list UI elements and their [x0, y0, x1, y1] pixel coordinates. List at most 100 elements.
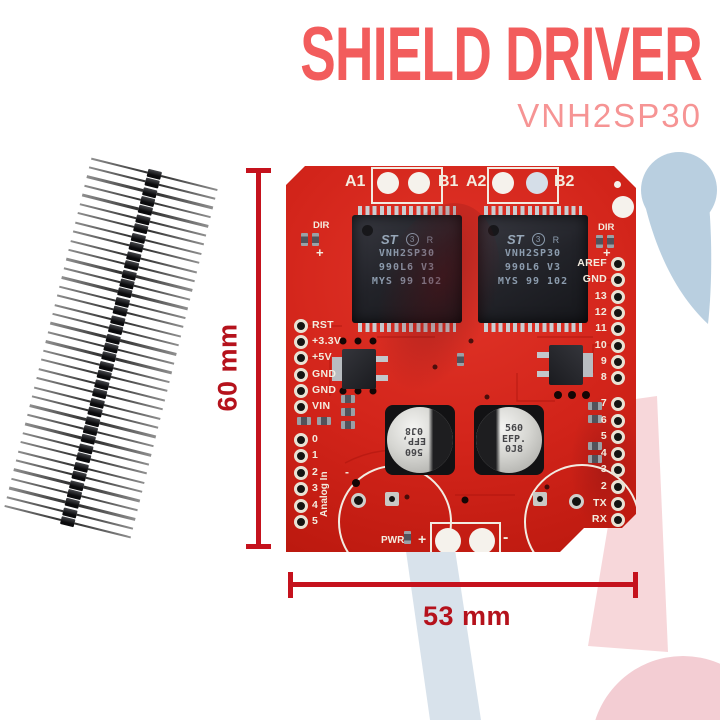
- pin-hole-2: [294, 465, 308, 480]
- pin-label-GND: GND: [312, 383, 337, 396]
- page-subtitle: VNH2SP30: [517, 96, 702, 134]
- pin-hole-8: [611, 371, 625, 386]
- pink-band-shape: [588, 396, 668, 652]
- st-logo: ST: [506, 232, 524, 247]
- smd-component: [588, 402, 602, 410]
- e3-mark: 3: [531, 233, 545, 246]
- pin-hole-4: [294, 498, 308, 513]
- pin-label-RX: RX: [591, 513, 607, 526]
- pin-hole-6: [611, 413, 625, 428]
- pin-hole-0: [294, 433, 308, 447]
- pin-label-3: 3: [600, 463, 607, 476]
- pink-circle-shape: [595, 656, 720, 720]
- solder-pad: [351, 493, 366, 508]
- blue-band-shape: [403, 530, 481, 720]
- pin-hole-5: [611, 430, 625, 445]
- pwr-label: PWR: [381, 535, 405, 546]
- pin-hole-10: [611, 338, 625, 353]
- terminal-outline-b: [487, 167, 559, 204]
- mosfet-tab: [332, 357, 342, 381]
- capacitor-marking: 560 EFP, 0J8: [381, 407, 447, 473]
- mosfet-left: [332, 349, 388, 389]
- pin-hole-3: [611, 463, 625, 478]
- width-dimension-cap-left: [288, 572, 293, 598]
- pin-label-2: 2: [312, 465, 319, 478]
- cap-value: 560: [404, 445, 424, 457]
- mosfet-body: [549, 345, 583, 385]
- height-dimension-cap-top: [246, 168, 271, 173]
- width-dimension-label: 53 mm: [422, 601, 512, 631]
- chip-marking: ST 3 R VNH2SP30 990L6 V3 MYS 99 102: [478, 215, 588, 323]
- mosfet-body: [342, 349, 376, 389]
- pin-label-6: 6: [600, 413, 607, 426]
- pin-label-10: 10: [594, 338, 607, 351]
- terminal-label-a2: A2: [466, 173, 487, 190]
- pin-label-0: 0: [312, 433, 319, 445]
- mosfet-right: [537, 345, 593, 385]
- terminal-hole: [492, 172, 514, 194]
- smd-component: [317, 417, 331, 425]
- pin-hole-TX: [611, 496, 625, 511]
- pwr-plus-mark: +: [418, 531, 427, 547]
- pin-label-VIN: VIN: [312, 400, 331, 412]
- smd-component: [457, 353, 464, 366]
- terminal-label-b1: B1: [438, 173, 459, 190]
- terminal-hole: [408, 172, 430, 194]
- width-dimension-cap-right: [633, 572, 638, 598]
- pin-hole-5: [294, 515, 308, 529]
- pin-hole-1: [294, 449, 308, 464]
- pin-label-AREF: AREF: [577, 257, 607, 269]
- capacitor-left: 560 EFP, 0J8: [387, 407, 453, 473]
- pin-hole-2: [611, 480, 625, 494]
- pin-hole-GND: [611, 273, 625, 288]
- pin-label-5: 5: [312, 515, 319, 527]
- chip-pins-bottom: [358, 323, 456, 332]
- mosfet-lead: [376, 356, 388, 362]
- pin-hole-GND: [294, 367, 308, 382]
- solder-pad: [385, 492, 399, 506]
- dir-label-left: DIR: [313, 220, 330, 231]
- mosfet-tab: [583, 353, 593, 377]
- terminal-label-b2: B2: [554, 173, 575, 190]
- pin-hole-11: [611, 322, 625, 337]
- pin-label-+3.3V: +3.3V: [312, 335, 342, 348]
- cap-value: 560: [504, 423, 524, 435]
- smd-component: [297, 417, 311, 425]
- cap-series: EFP,: [401, 435, 427, 447]
- blue-balloon-shape: [641, 152, 717, 228]
- pin-label-GND: GND: [312, 367, 337, 380]
- smd-component: [607, 235, 614, 248]
- pin-label-9: 9: [600, 354, 607, 367]
- mount-hole-small: [614, 181, 621, 188]
- capacitor-marking: 560 EFP. 0J8: [481, 407, 547, 473]
- pin-hole-3: [294, 482, 308, 497]
- height-dimension-line: [256, 170, 261, 547]
- pin-hole-+5V: [294, 351, 308, 366]
- blue-balloon-tail-shape: [645, 203, 712, 324]
- pwr-hole: [469, 528, 495, 552]
- terminal-label-a1: A1: [345, 173, 366, 190]
- smd-component: [341, 421, 355, 429]
- smd-component: [596, 235, 603, 248]
- smd-component: [341, 395, 355, 403]
- height-dimension-cap-bottom: [246, 544, 271, 549]
- terminal-outline-a: [371, 167, 443, 204]
- pin-label-12: 12: [594, 305, 607, 318]
- mosfet-lead: [537, 371, 549, 377]
- rev-mark: R: [552, 234, 560, 245]
- smd-component: [404, 531, 411, 544]
- dir-label-right: DIR: [598, 222, 615, 233]
- height-dimension-label: 60 mm: [212, 323, 243, 412]
- mosfet-lead: [376, 375, 388, 381]
- chip-marking: ST 3 R VNH2SP30 990L6 V3 MYS 99 102: [352, 215, 462, 323]
- smd-component: [588, 415, 602, 423]
- plus-mark-right: +: [603, 245, 611, 260]
- pwr-outline: [430, 522, 501, 552]
- terminal-hole: [526, 172, 548, 194]
- solder-pad: [533, 492, 547, 506]
- chip-date-code: MYS 99 102: [497, 276, 569, 287]
- pin-hole-13: [611, 289, 625, 304]
- chip-pins-top: [358, 206, 456, 215]
